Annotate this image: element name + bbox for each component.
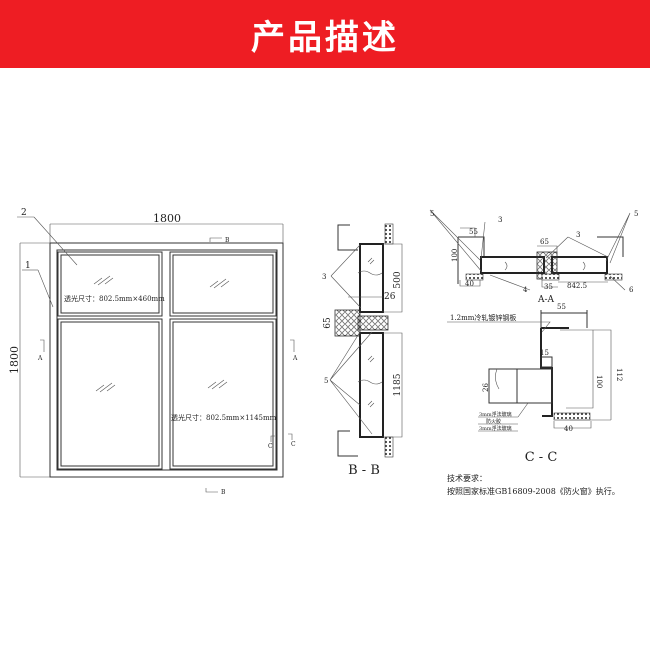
callout-2: 2 xyxy=(21,208,27,218)
layer-fire-gel: 防火胶 xyxy=(486,418,501,425)
layer-glass-1: 3mm浮法玻璃 xyxy=(479,411,512,418)
dim-mullion-sill: 35 xyxy=(544,283,553,291)
notes-title: 技术要求： xyxy=(447,473,487,483)
dim-cc-top: 55 xyxy=(557,303,566,311)
dim-cc-glass: 26 xyxy=(482,383,490,392)
dim-lower: 1185 xyxy=(393,373,403,396)
glass-hatch-icon xyxy=(93,275,230,393)
inner-frame xyxy=(56,249,278,471)
layer-glass-2: 3mm浮法玻璃 xyxy=(479,425,512,432)
callout-aa-6: 6 xyxy=(629,286,634,294)
notes-line: 按照国家标准GB16809-2008《防火窗》执行。 xyxy=(447,486,620,496)
dim-upper: 500 xyxy=(393,271,403,288)
callout-aa-4: 4 xyxy=(523,286,528,294)
height-dimension: 1800 xyxy=(8,346,21,374)
callout-1: 1 xyxy=(25,261,31,271)
dim-mullion: 65 xyxy=(323,317,333,329)
callout-aa-5-right: 5 xyxy=(634,210,638,218)
dim-sill: 40 xyxy=(465,280,474,288)
dim-frame-width: 55 xyxy=(469,228,478,236)
section-mark-b-bottom: B xyxy=(221,489,226,496)
pane-lower-left xyxy=(57,318,163,470)
section-aa: 55 100 65 40 35 842.5 5 3 3 5 4 6 A-A xyxy=(429,209,638,305)
width-dimension: 1800 xyxy=(153,212,181,225)
section-mark-c-left: C xyxy=(268,443,273,450)
section-bb: 500 26 65 1185 3 5 B - B xyxy=(322,223,403,478)
section-mark-a-left: A xyxy=(37,355,43,362)
callout-5: 5 xyxy=(324,377,328,385)
section-mark-b-top: B xyxy=(225,237,230,244)
pane-upper-left xyxy=(57,251,163,317)
upper-glass-label: 透光尺寸：802.5mm×460mm xyxy=(64,294,165,303)
dim-frame-depth: 100 xyxy=(451,249,459,262)
outer-frame xyxy=(49,242,284,478)
material-label: 1.2mm冷轧镀锌钢板 xyxy=(450,313,516,322)
callout-aa-3-left: 3 xyxy=(498,216,502,224)
pane-lower-right xyxy=(169,318,277,470)
section-cc-title: C - C xyxy=(525,450,558,465)
dim-cc-sill: 40 xyxy=(564,425,573,433)
lower-glass-label: 透光尺寸：802.5mm×1145mm xyxy=(171,413,277,422)
callout-aa-3-right: 3 xyxy=(576,231,580,239)
header-banner: 产品描述 xyxy=(0,0,650,68)
dim-cc-inner: 100 xyxy=(595,375,603,388)
callout-3: 3 xyxy=(322,273,326,281)
window-elevation: 1800 1800 2 1 透光尺寸：802.5mm×460mm 透光尺寸：80… xyxy=(8,208,298,496)
section-aa-title: A-A xyxy=(537,295,555,305)
dim-aa-glass: 842.5 xyxy=(567,282,587,290)
section-bb-title: B - B xyxy=(348,463,380,478)
header-title: 产品描述 xyxy=(251,17,399,58)
dim-glass: 26 xyxy=(384,292,396,302)
callout-aa-5-left: 5 xyxy=(430,210,434,218)
section-mark-c-right: C xyxy=(291,441,296,448)
dim-aa-mullion: 65 xyxy=(540,238,549,246)
dim-cc-outer: 112 xyxy=(615,368,623,381)
section-mark-a-right: A xyxy=(292,355,298,362)
pane-upper-right xyxy=(169,251,277,317)
section-cc: 55 1.2mm冷轧镀锌钢板 15 26 100 112 40 3mm浮法玻璃 … xyxy=(447,303,623,465)
dim-cc-step: 15 xyxy=(540,349,549,357)
